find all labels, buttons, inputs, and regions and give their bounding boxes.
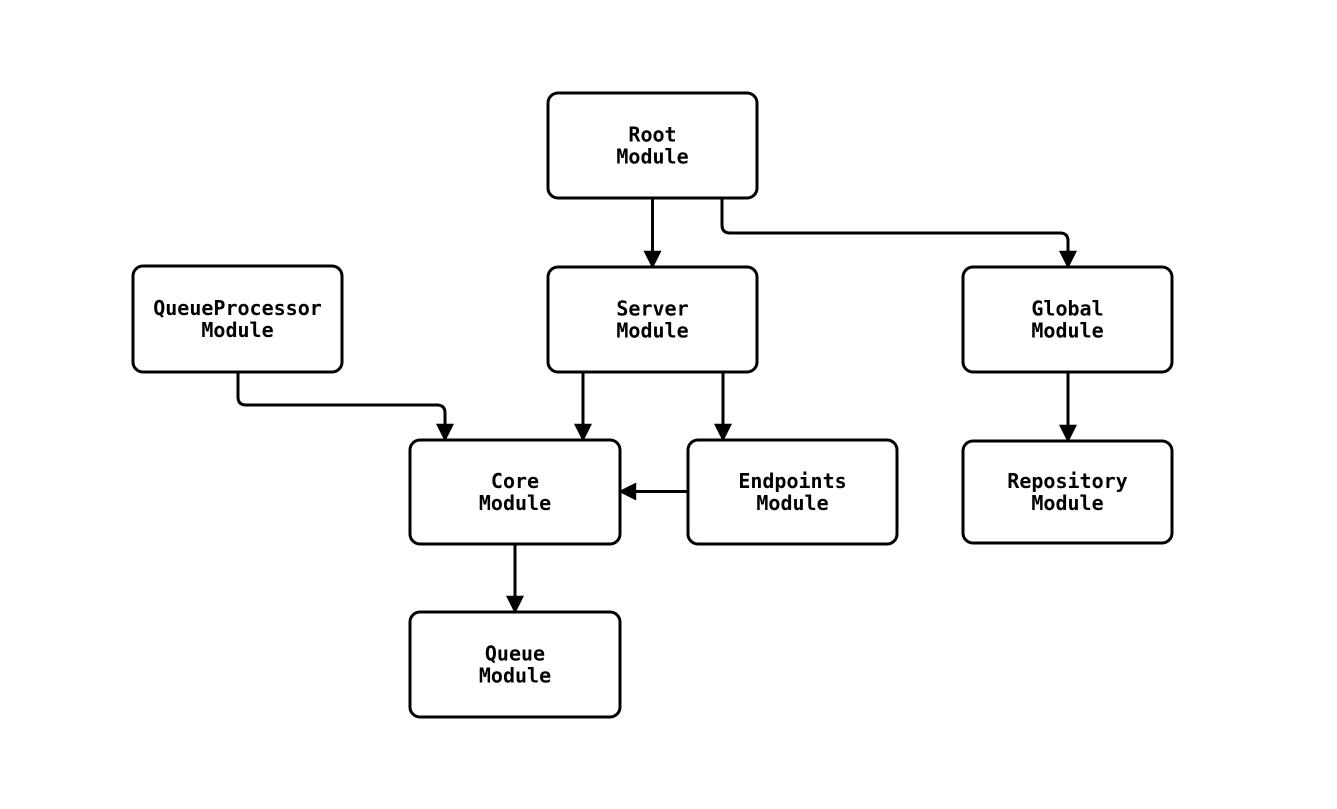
node-box-root (546, 91, 759, 200)
node-box-queueprocessor (131, 264, 344, 374)
node-box-core (408, 438, 622, 546)
node-box-global (961, 265, 1174, 374)
edge-root-to-global (720, 198, 1077, 269)
node-box-repository (961, 439, 1174, 545)
node-box-endpoints (686, 438, 899, 546)
node-box-queue (408, 610, 622, 719)
edges-layer (236, 198, 1077, 614)
node-box-server (546, 265, 759, 374)
edge-queueprocessor-to-core (236, 372, 454, 442)
